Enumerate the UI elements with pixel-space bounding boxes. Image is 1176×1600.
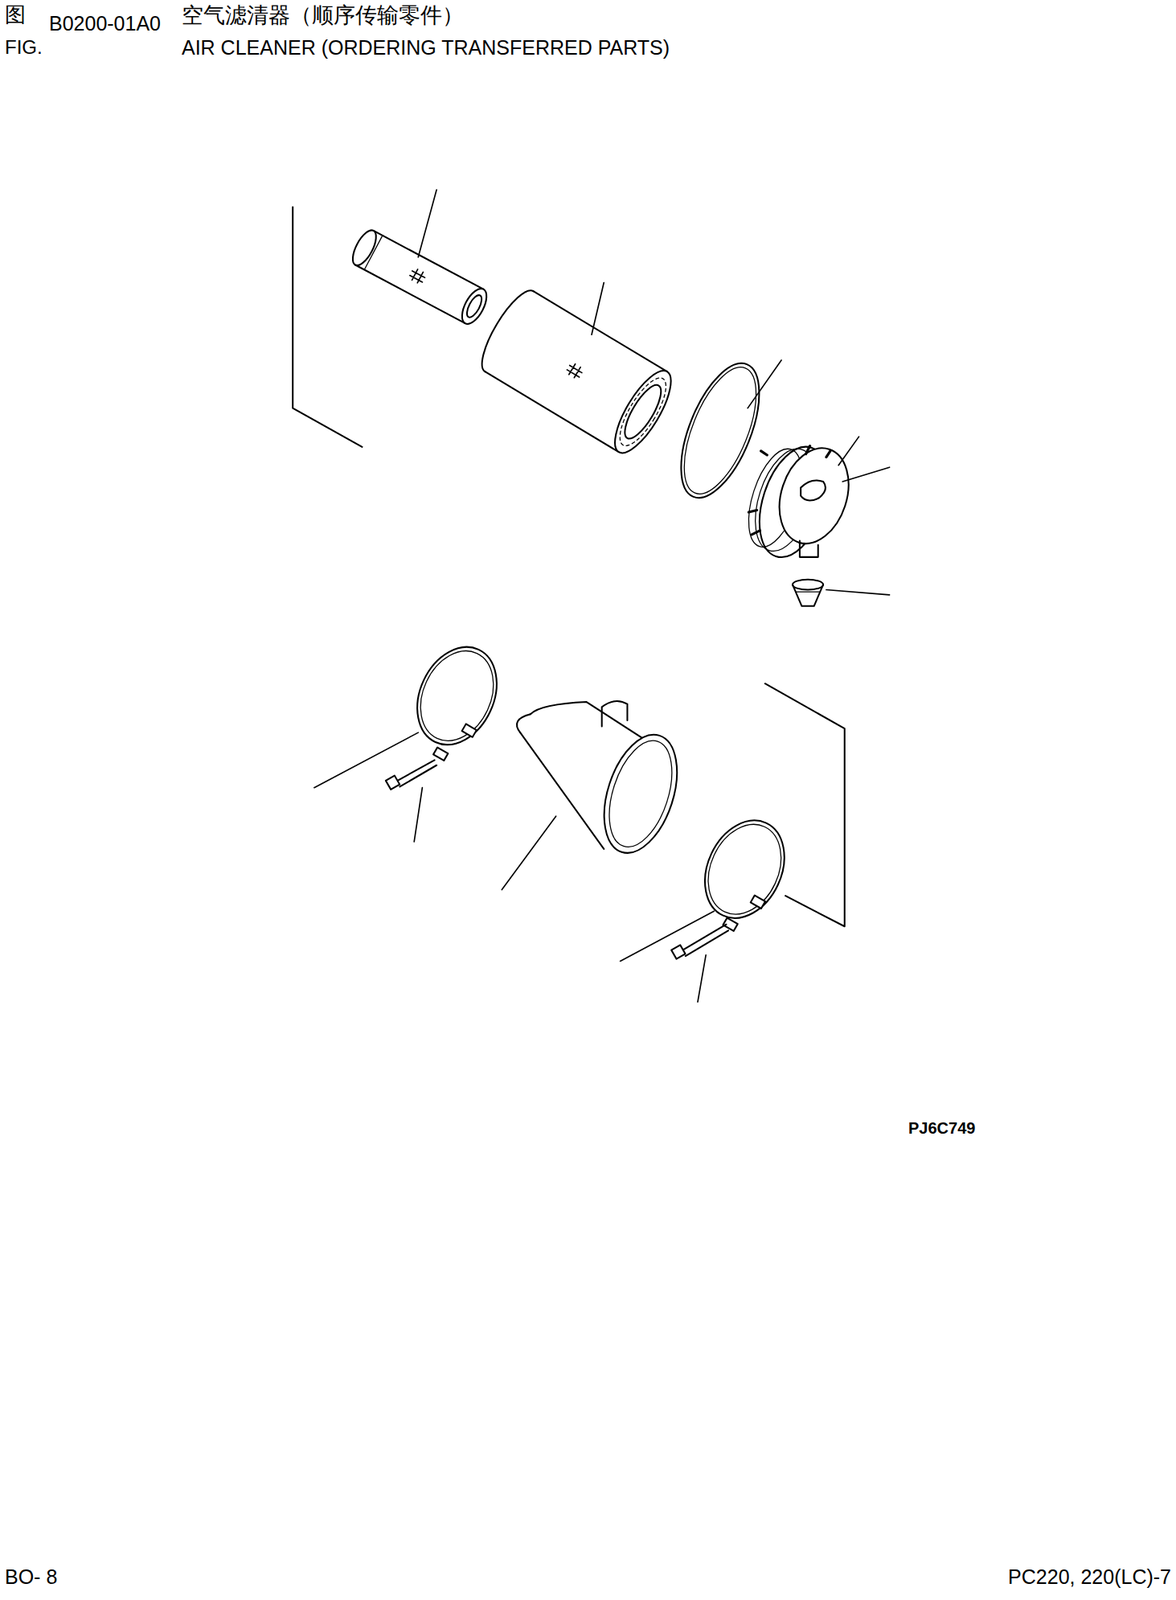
- band-clamp: [401, 634, 512, 759]
- page-number: BO- 8: [4, 1565, 58, 1589]
- leader-line: [314, 189, 890, 1002]
- band-clamp: [406, 639, 508, 753]
- model-name: PC220, 220(LC)-7: [1008, 1565, 1172, 1589]
- outer-filter: [472, 283, 681, 461]
- figure-title: AIR CLEANER (ORDERING TRANSFERRED PARTS): [181, 36, 670, 60]
- band-clamp: [689, 807, 800, 931]
- illustration-code: PJ6C749: [908, 1118, 976, 1137]
- band-clamp: [694, 812, 795, 927]
- group-bracket: [292, 207, 362, 447]
- o-ring: [664, 352, 775, 509]
- cleaner-body: [516, 700, 691, 862]
- o-ring: [669, 357, 771, 504]
- group-bracket: [765, 683, 845, 927]
- figure-prefix: 图: [4, 3, 26, 27]
- bolt: [385, 759, 437, 790]
- figure-title-chinese: 空气滤清器（顺序传输零件）: [181, 4, 464, 29]
- cleaner-cover: [737, 438, 861, 566]
- inner-filter: [348, 226, 492, 328]
- evacuator-valve: [792, 579, 824, 607]
- figure-number: B0200-01A0: [49, 12, 161, 36]
- figure-prefix: FIG.: [4, 36, 43, 58]
